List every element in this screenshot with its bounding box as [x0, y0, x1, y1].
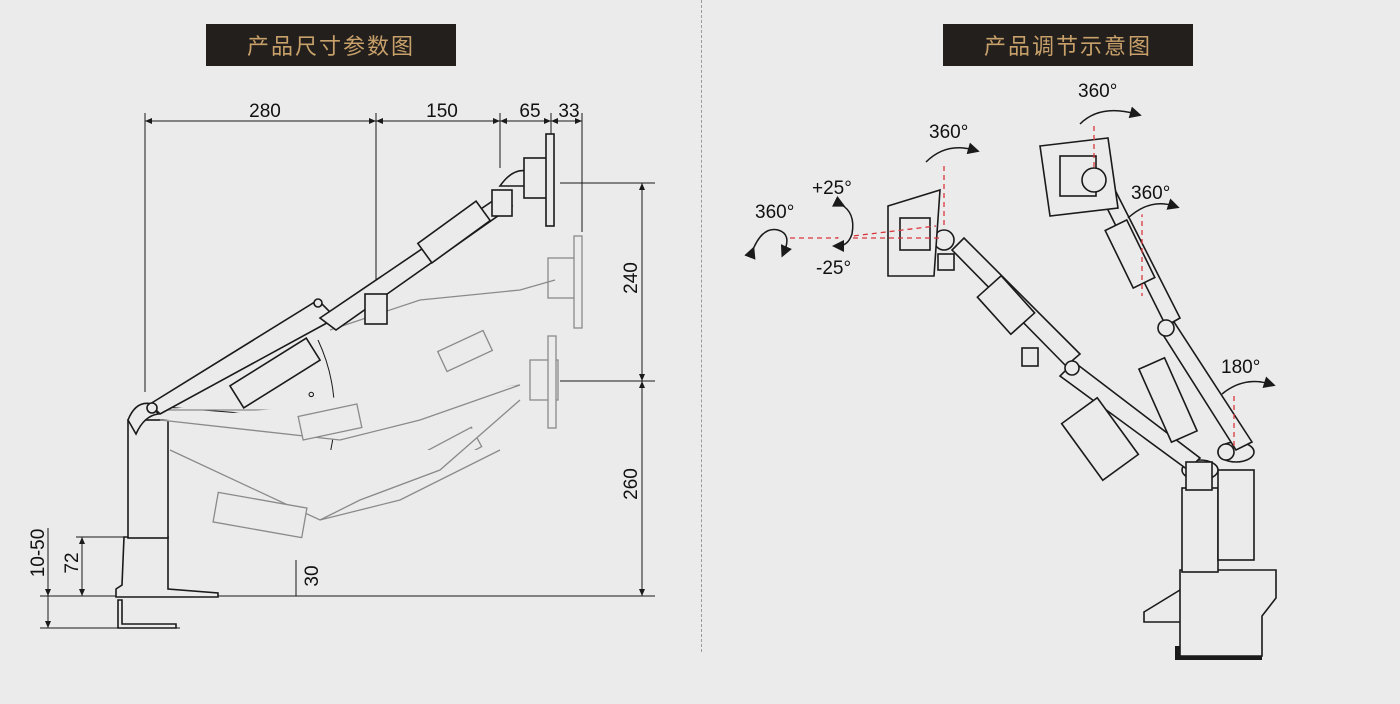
panel-divider: [701, 0, 702, 652]
desk-clamp: [115, 402, 219, 629]
dim-label-240: 240: [621, 262, 642, 294]
adjustment-diagram-title: 产品调节示意图: [943, 24, 1193, 66]
dim-label-33: 33: [558, 101, 579, 122]
dim-label-30: 30: [302, 565, 323, 586]
back-arm: [1039, 137, 1254, 491]
rotation-head-right-label: 360°: [1078, 81, 1117, 102]
front-arm: [887, 188, 1202, 482]
dim-label-72: 72: [62, 552, 83, 573]
arm-raised-position: [146, 133, 555, 415]
arm-lowered-positions: [150, 235, 583, 539]
tilt-down-label: -25°: [816, 258, 851, 279]
rotation-base-label: 180°: [1221, 357, 1260, 378]
dimension-drawing: 280 150 65 33 240 260 10-50 72 30 60°: [28, 101, 655, 629]
dim-label-65: 65: [519, 101, 540, 122]
dim-label-280: 280: [249, 101, 281, 122]
adjustment-drawing: +25° -25° 360° 360° 360° 360° 180°: [744, 81, 1277, 660]
rotation-left-label: 360°: [755, 202, 794, 223]
rotation-arm-label: 360°: [1131, 183, 1170, 204]
dimension-diagram-title: 产品尺寸参数图: [206, 24, 456, 66]
tilt-up-label: +25°: [812, 178, 852, 199]
rotation-arrows: [744, 106, 1276, 395]
rotation-axes: [790, 126, 1235, 446]
right-dimension-lines: [560, 182, 655, 596]
right-desk-clamp: [1143, 441, 1277, 660]
dim-label-260: 260: [621, 468, 642, 500]
top-dimension-lines: [144, 113, 583, 392]
dim-label-clamp-range: 10-50: [28, 529, 49, 578]
dim-label-150: 150: [426, 101, 458, 122]
rotation-head-left-label: 360°: [929, 122, 968, 143]
